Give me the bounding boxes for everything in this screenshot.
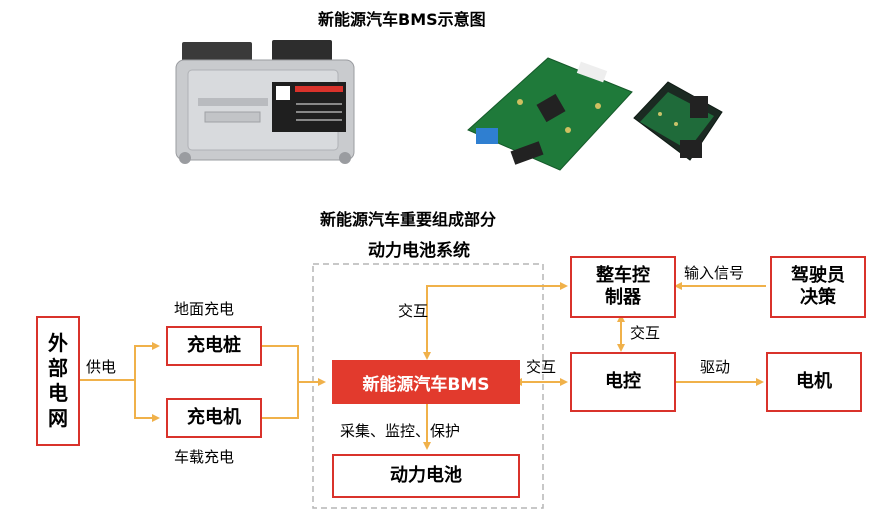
node-power-battery-label: 动力电池 [390, 464, 462, 486]
bms-pcb-left-image [467, 57, 633, 171]
node-motor-controller-label: 电控 [605, 370, 641, 392]
node-charger: 充电机 [166, 398, 262, 438]
edge-bms-vcu [423, 282, 568, 360]
edge-to-charger [134, 380, 160, 422]
node-driver-decision-label: 驾驶员 决策 [791, 264, 845, 309]
node-charger-label: 充电机 [187, 406, 241, 428]
battery-system-title: 动力电池系统 [368, 241, 470, 261]
label-collect-monitor-protect: 采集、监控、保护 [340, 422, 461, 440]
label-drive: 驱动 [700, 358, 731, 376]
label-input-signal: 输入信号 [684, 264, 745, 282]
label-ground-charging: 地面充电 [174, 300, 235, 318]
node-external-grid: 外部电网 [36, 316, 80, 446]
node-motor-label: 电机 [796, 370, 832, 392]
node-charging-pile-label: 充电桩 [187, 334, 241, 356]
bms-controller-box-image [175, 40, 355, 164]
node-external-grid-label: 外部电网 [48, 331, 68, 430]
edge-to-charging-pile [134, 342, 160, 380]
label-interact-bms-ctrl: 交互 [526, 358, 557, 376]
label-power-supply: 供电 [86, 358, 117, 376]
diagram-title: 新能源汽车BMS示意图 [318, 10, 486, 29]
node-motor: 电机 [766, 352, 862, 412]
node-power-battery: 动力电池 [332, 454, 520, 498]
node-vehicle-controller: 整车控 制器 [570, 256, 676, 318]
edge-pile-out [262, 345, 299, 419]
node-driver-decision: 驾驶员 决策 [770, 256, 866, 318]
label-interact-vcu-ctrl: 交互 [630, 324, 661, 342]
node-motor-controller: 电控 [570, 352, 676, 412]
node-bms: 新能源汽车BMS [332, 360, 520, 404]
node-charging-pile: 充电桩 [166, 326, 262, 366]
label-interact-bms-vcu: 交互 [398, 302, 429, 320]
section-title: 新能源汽车重要组成部分 [320, 210, 497, 229]
bms-pcb-right-image [633, 81, 723, 161]
battery-system-frame [312, 263, 544, 509]
label-onboard-charging: 车载充电 [174, 448, 235, 466]
node-vehicle-controller-label: 整车控 制器 [596, 264, 650, 309]
node-bms-label: 新能源汽车BMS [362, 374, 490, 395]
